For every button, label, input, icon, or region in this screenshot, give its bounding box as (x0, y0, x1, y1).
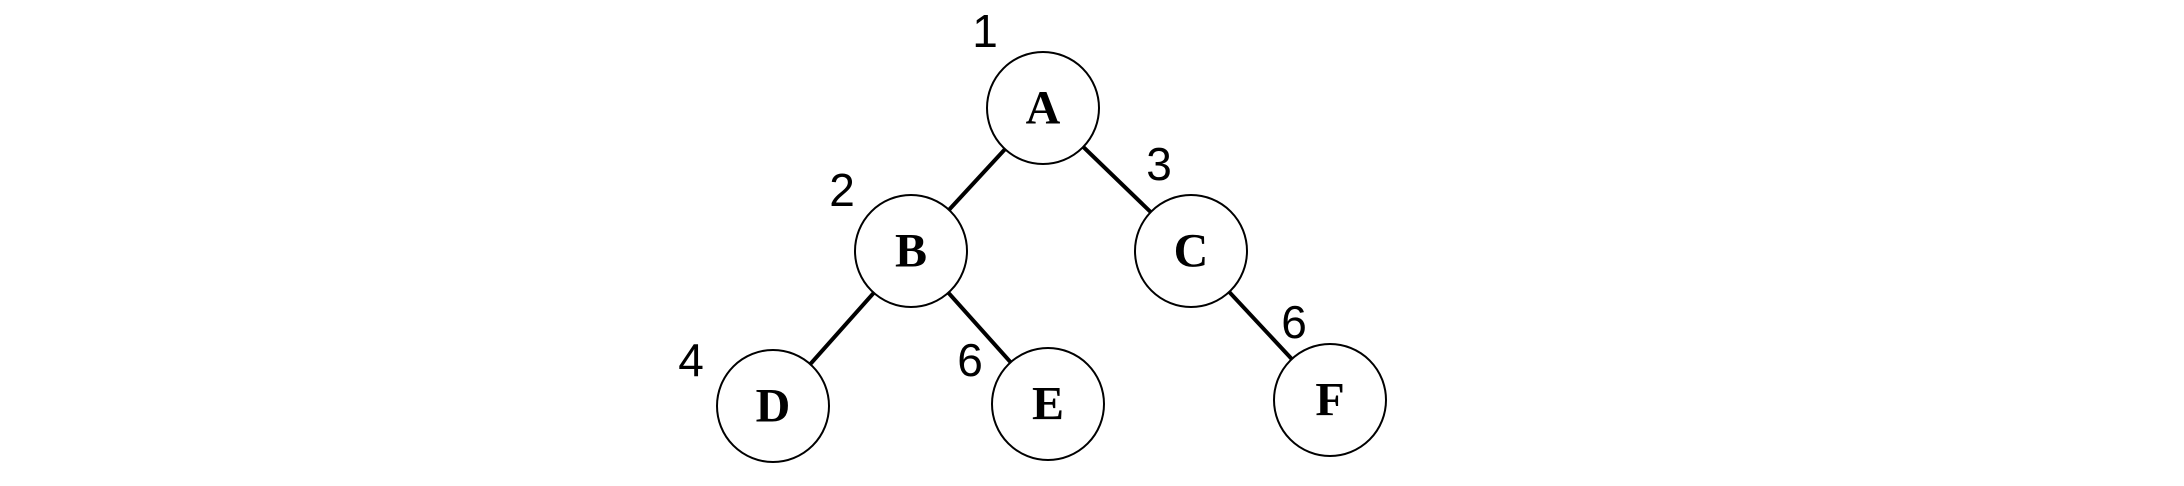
node-C-circle (1134, 194, 1248, 308)
node-A-circle (986, 51, 1100, 165)
node-E-label: E (1032, 378, 1064, 431)
node-D-circle (716, 349, 830, 463)
node-A-annotation: 1 (972, 5, 998, 57)
node-B-circle (854, 194, 968, 308)
node-F-label: F (1315, 374, 1344, 427)
node-A-label: A (1026, 82, 1061, 135)
node-F-circle (1273, 343, 1387, 457)
node-B-label: B (895, 225, 927, 278)
node-F-annotation: 6 (1281, 296, 1307, 348)
node-B-annotation: 2 (829, 164, 855, 216)
node-C-annotation: 3 (1146, 138, 1172, 190)
node-E-annotation: 6 (957, 334, 983, 386)
node-D-annotation: 4 (678, 334, 704, 386)
node-D-label: D (756, 380, 791, 433)
node-C-label: C (1174, 225, 1209, 278)
node-E-circle (991, 347, 1105, 461)
